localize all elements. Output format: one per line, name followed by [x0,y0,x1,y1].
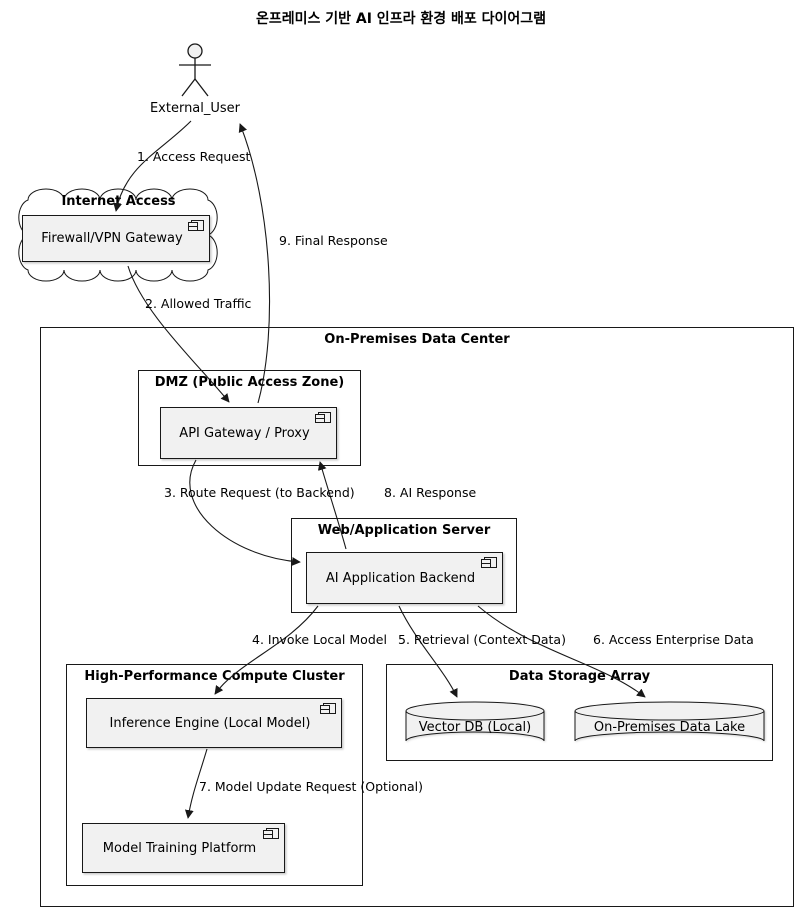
inference-engine-node: Inference Engine (Local Model) [86,698,342,748]
vector-db-label: Vector DB (Local) [418,720,532,735]
component-icon [188,220,204,231]
edge-1-label: 1. Access Request [137,149,251,164]
edge-6-label: 6. Access Enterprise Data [593,632,754,647]
hpc-label: High-Performance Compute Cluster [84,669,345,684]
edge-3-label: 3. Route Request (to Backend) [164,485,355,500]
firewall-vpn-gateway-node: Firewall/VPN Gateway [22,215,210,262]
component-icon [481,557,497,568]
edge-2-label: 2. Allowed Traffic [145,296,252,311]
ai-backend-node: AI Application Backend [306,552,503,604]
vector-db-node: Vector DB (Local) [405,701,545,751]
datacenter-label: On-Premises Data Center [324,332,510,347]
component-icon [263,828,279,839]
webserver-boundary: Web/Application Server AI Application Ba… [291,518,517,613]
dmz-label: DMZ (Public Access Zone) [154,375,345,390]
api-gateway-node: API Gateway / Proxy [160,407,337,459]
edge-4-label: 4. Invoke Local Model [252,632,387,647]
edge-7-label: 7. Model Update Request (Optional) [199,779,423,794]
diagram-title: 온프레미스 기반 AI 인프라 환경 배포 다이어그램 [255,11,546,27]
internet-access-label: Internet Access [61,194,176,209]
model-training-node: Model Training Platform [82,823,285,873]
datacenter-boundary: On-Premises Data Center DMZ (Public Acce… [40,327,794,907]
actor-label: External_User [149,101,241,116]
ai-backend-label: AI Application Backend [325,570,476,586]
actor-icon [179,43,211,97]
data-lake-node: On-Premises Data Lake [574,701,765,751]
component-icon [315,412,331,423]
dmz-boundary: DMZ (Public Access Zone) API Gateway / P… [138,370,361,466]
firewall-vpn-gateway-label: Firewall/VPN Gateway [41,231,183,246]
database-icon [405,701,545,742]
hpc-boundary: High-Performance Compute Cluster Inferen… [66,664,363,886]
storage-label: Data Storage Array [508,669,651,684]
data-lake-label: On-Premises Data Lake [593,720,746,735]
webserver-label: Web/Application Server [317,523,491,538]
inference-engine-label: Inference Engine (Local Model) [109,715,311,731]
model-training-label: Model Training Platform [102,840,257,856]
edge-9-label: 9. Final Response [279,233,388,248]
actor-head [187,43,203,59]
database-icon [574,701,765,742]
component-icon [320,703,336,714]
api-gateway-label: API Gateway / Proxy [179,425,310,441]
edge-5-label: 5. Retrieval (Context Data) [398,632,566,647]
edge-8-label: 8. AI Response [384,485,477,500]
storage-boundary: Data Storage Array Vector DB (Local) On-… [386,664,773,761]
